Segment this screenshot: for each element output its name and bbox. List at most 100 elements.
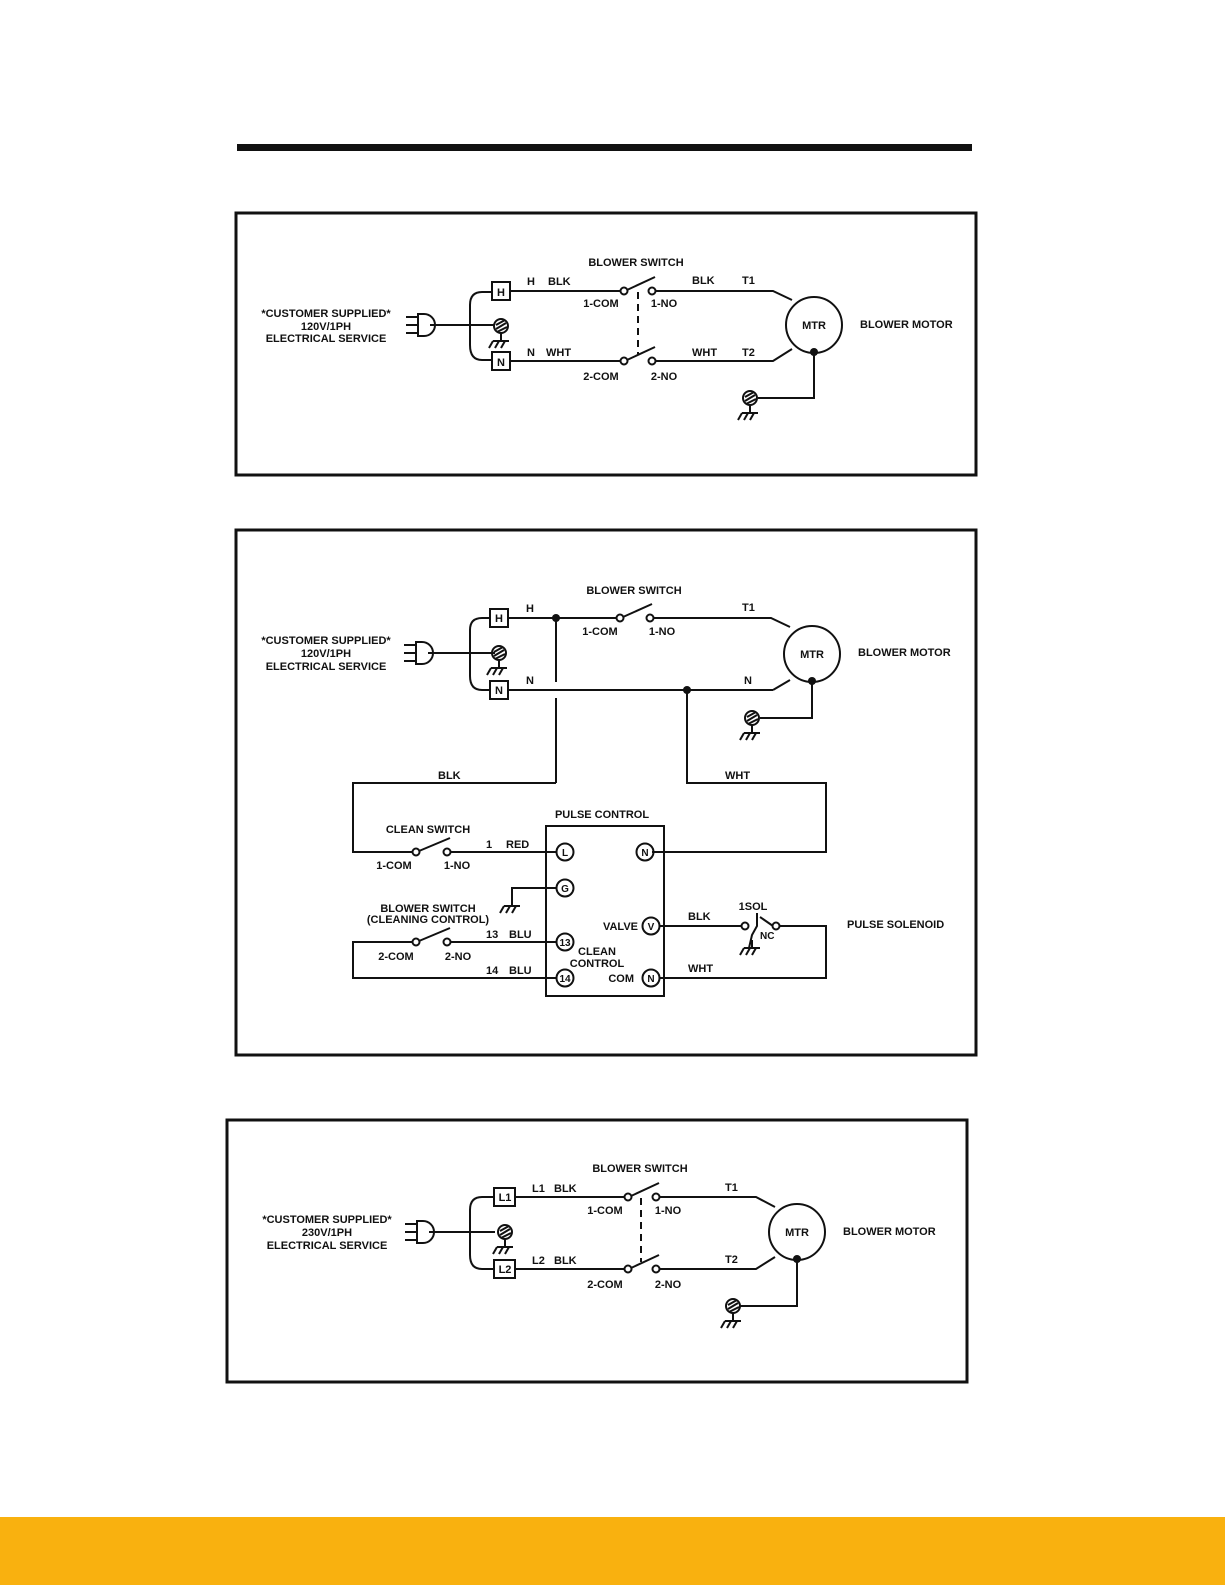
supply-label: *CUSTOMER SUPPLIED* 120V/1PH ELECTRICAL … <box>261 308 391 345</box>
wire-label-blk: BLK <box>548 276 571 288</box>
terminal-13: 13 <box>559 938 571 949</box>
wire-label-13: 13 <box>486 929 498 941</box>
terminal-icon <box>555 932 575 952</box>
wire-label-1: 1 <box>486 839 492 851</box>
contact-1-com: 1-COM <box>583 298 618 310</box>
diagram-frame <box>234 528 978 1057</box>
terminal-com: N <box>647 974 654 985</box>
wire-label-com-wht: WHT <box>688 963 713 975</box>
wire-label-t1: T1 <box>742 602 755 614</box>
diagram-120v-pulse-control: *CUSTOMER SUPPLIED* 120V/1PH ELECTRICAL … <box>234 528 978 1057</box>
wire-label-n: N <box>526 675 534 687</box>
terminal-h: H <box>495 613 503 625</box>
contact-2-com: 2-COM <box>583 371 618 383</box>
cleaning-switch-title-1: BLOWER SWITCH <box>380 903 475 915</box>
motor-symbol: MTR <box>800 649 824 661</box>
contact-2-no: 2-NO <box>651 371 678 383</box>
clean-switch-no: 1-NO <box>444 860 471 872</box>
supply-line-3: ELECTRICAL SERVICE <box>266 661 387 673</box>
contact-1-com: 1-COM <box>582 626 617 638</box>
diagram-frame <box>225 1118 969 1384</box>
wire-label-blk-2: BLK <box>554 1255 577 1267</box>
terminal-icon <box>635 842 655 862</box>
motor-symbol: MTR <box>802 320 826 332</box>
supply-line-1: *CUSTOMER SUPPLIED* <box>261 308 391 320</box>
motor-symbol: MTR <box>785 1227 809 1239</box>
switch-contact-icon <box>623 1182 661 1274</box>
cleaning-switch-com: 2-COM <box>378 951 413 963</box>
diagram-120v-blower: *CUSTOMER SUPPLIED* 120V/1PH ELECTRICAL … <box>234 211 978 477</box>
contact-2-no: 2-NO <box>655 1279 682 1291</box>
ground-symbol-icon <box>488 332 510 349</box>
wire-label-blk-1: BLK <box>554 1183 577 1195</box>
pulse-control-title: PULSE CONTROL <box>555 809 649 821</box>
ground-symbol-icon <box>739 724 761 741</box>
ground-symbol-icon <box>486 659 508 676</box>
ground-symbol-icon <box>499 897 521 914</box>
ground-symbol-icon <box>720 1312 742 1329</box>
solenoid-nc: NC <box>760 931 774 942</box>
cleaning-switch-title-2: (CLEANING CONTROL) <box>367 914 490 926</box>
wire-label-blk: BLK <box>438 770 461 782</box>
ground-lug-icon <box>493 318 509 334</box>
wire-label-l1: L1 <box>532 1183 545 1195</box>
wire-label-out-wht: WHT <box>692 347 717 359</box>
terminal-icon <box>641 968 661 988</box>
ground-lug-icon <box>742 390 758 406</box>
valve-label: VALVE <box>603 921 638 933</box>
supply-line-1: *CUSTOMER SUPPLIED* <box>261 635 391 647</box>
wire-label-h: H <box>527 276 535 288</box>
switch-title: BLOWER SWITCH <box>592 1163 687 1175</box>
pulse-solenoid-label: PULSE SOLENOID <box>847 919 944 931</box>
supply-line-1: *CUSTOMER SUPPLIED* <box>262 1214 392 1226</box>
terminal-14: 14 <box>559 974 571 985</box>
wire-label-t2: T2 <box>742 347 755 359</box>
wire-label-blu-14: BLU <box>509 965 532 977</box>
contact-1-no: 1-NO <box>651 298 678 310</box>
wire-label-wht: WHT <box>725 770 750 782</box>
terminal-n: N <box>641 848 648 859</box>
terminal-g: G <box>561 884 569 895</box>
cleaning-switch-no: 2-NO <box>445 951 472 963</box>
footer-bar <box>0 1517 1225 1585</box>
clean-switch-title: CLEAN SWITCH <box>386 824 470 836</box>
diagram-frame <box>234 211 978 477</box>
supply-line-3: ELECTRICAL SERVICE <box>267 1240 388 1252</box>
motor-label: BLOWER MOTOR <box>843 1226 936 1238</box>
terminal-icon <box>641 916 661 936</box>
ground-lug-icon <box>744 710 760 726</box>
switch-contact-icon <box>615 603 655 623</box>
switch-contact-icon <box>411 927 452 947</box>
supply-line-3: ELECTRICAL SERVICE <box>266 333 387 345</box>
terminal-l: L <box>562 848 568 859</box>
terminal-l2: L2 <box>499 1264 512 1276</box>
contact-1-no: 1-NO <box>655 1205 682 1217</box>
clean-control-line-1: CLEAN <box>578 946 616 958</box>
wire-label-blu-13: BLU <box>509 929 532 941</box>
terminal-n: N <box>497 357 505 369</box>
supply-label: *CUSTOMER SUPPLIED* 120V/1PH ELECTRICAL … <box>261 635 391 673</box>
clean-control-line-2: CONTROL <box>570 958 625 970</box>
ground-lug-icon <box>725 1298 741 1314</box>
wire-label-n: N <box>527 347 535 359</box>
switch-contact-icon <box>411 837 452 857</box>
ground-symbol-icon <box>737 404 759 421</box>
terminal-icon <box>555 968 575 988</box>
wire-label-l2: L2 <box>532 1255 545 1267</box>
motor-label: BLOWER MOTOR <box>858 647 951 659</box>
contact-1-no: 1-NO <box>649 626 676 638</box>
terminal-v: V <box>648 922 655 933</box>
terminal-icon <box>555 842 575 862</box>
contact-2-com: 2-COM <box>587 1279 622 1291</box>
contact-1-com: 1-COM <box>587 1205 622 1217</box>
header-rule <box>237 144 972 151</box>
blower-switch-title: BLOWER SWITCH <box>586 585 681 597</box>
wire-label-h: H <box>526 603 534 615</box>
terminal-n: N <box>495 685 503 697</box>
wire-label-red: RED <box>506 839 529 851</box>
diagram-230v-blower: *CUSTOMER SUPPLIED* 230V/1PH ELECTRICAL … <box>225 1118 969 1384</box>
solenoid-id: 1SOL <box>739 901 768 913</box>
com-label: COM <box>608 973 634 985</box>
terminal-h: H <box>497 287 505 299</box>
